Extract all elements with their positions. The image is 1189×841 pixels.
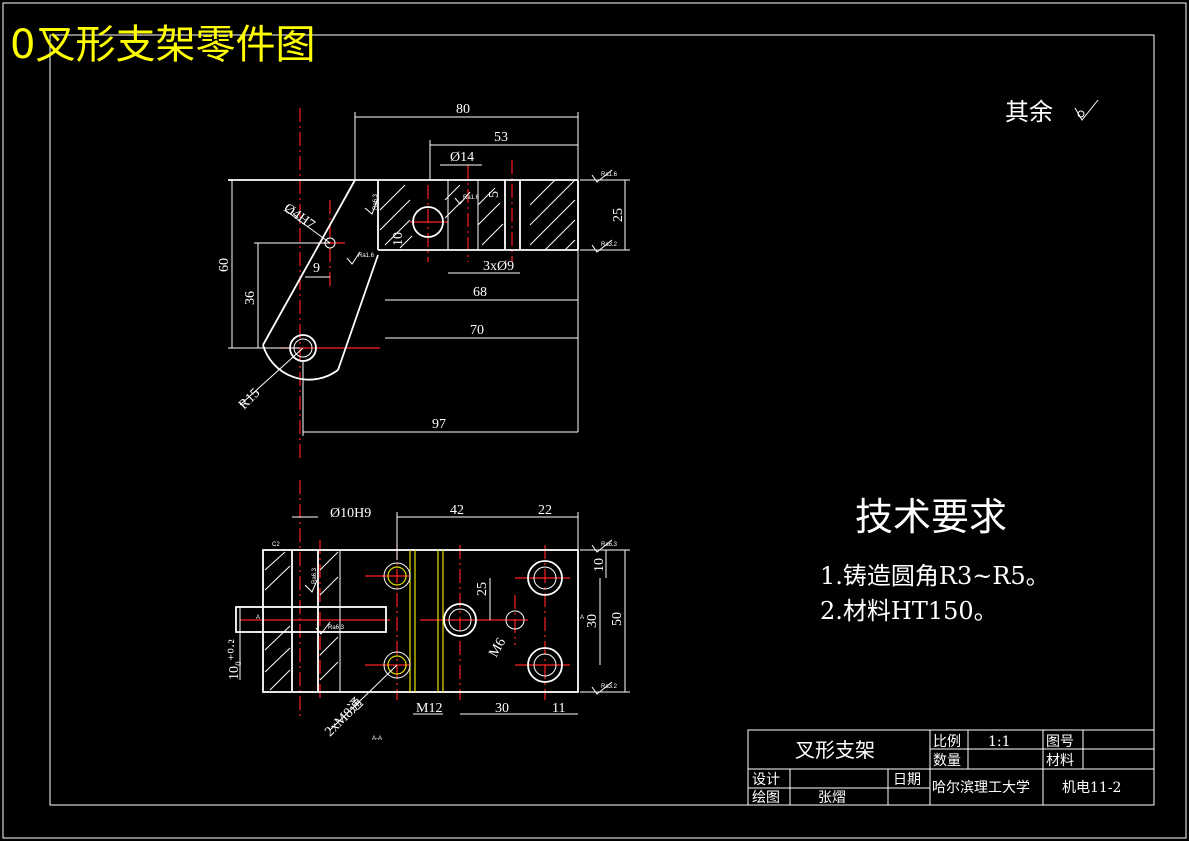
svg-text:张熠: 张熠: [818, 790, 846, 806]
svg-text:C2: C2: [272, 542, 280, 548]
drawing-title: 0叉形支架零件图: [10, 22, 315, 68]
svg-text:25: 25: [611, 208, 626, 222]
svg-text:10₀⁺⁰·²: 10₀⁺⁰·²: [227, 639, 242, 680]
svg-text:Ra6.3: Ra6.3: [601, 542, 618, 548]
tech-req-item-2: 2.材料HT150。: [820, 597, 998, 625]
svg-text:36: 36: [243, 291, 258, 305]
svg-text:1:1: 1:1: [988, 734, 1011, 750]
svg-text:80: 80: [456, 102, 470, 117]
svg-text:Ra3.2: Ra3.2: [601, 684, 618, 690]
svg-text:10: 10: [592, 558, 607, 572]
svg-text:R15: R15: [236, 386, 263, 413]
svg-text:M12: M12: [416, 701, 442, 716]
title-block: 叉形支架 比例 1:1 图号 数量 材料 设计 日期 绘图 张熠 哈尔滨理工大学…: [747, 729, 1155, 806]
svg-text:哈尔滨理工大学: 哈尔滨理工大学: [932, 780, 1030, 796]
svg-text:2xM8通: 2xM8通: [322, 695, 367, 740]
svg-text:30: 30: [585, 614, 600, 628]
svg-text:Ø14: Ø14: [450, 150, 474, 165]
top-view: 80 53 Ø14 25 60 36 9 3xØ9 68 70 97 Ø4H7 …: [217, 102, 630, 460]
svg-text:Ø10H9: Ø10H9: [330, 506, 371, 521]
svg-text:Ra1.6: Ra1.6: [358, 253, 375, 259]
svg-text:绘图: 绘图: [752, 790, 780, 806]
svg-text:53: 53: [494, 130, 508, 145]
svg-text:日期: 日期: [893, 772, 921, 788]
svg-text:70: 70: [470, 323, 484, 338]
svg-text:M6: M6: [486, 636, 509, 660]
svg-text:Ra6.3: Ra6.3: [312, 567, 318, 584]
svg-text:25: 25: [475, 582, 490, 596]
svg-text:Ra1.6: Ra1.6: [463, 195, 480, 201]
svg-text:11: 11: [552, 701, 565, 716]
svg-text:Ra3.2: Ra3.2: [601, 242, 618, 248]
svg-text:A-A: A-A: [372, 736, 382, 742]
svg-text:材料: 材料: [1046, 753, 1074, 769]
svg-text:68: 68: [473, 285, 487, 300]
svg-text:10: 10: [391, 232, 406, 246]
svg-text:22: 22: [538, 503, 552, 518]
roughness-symbol-icon: [1074, 99, 1099, 121]
svg-text:图号: 图号: [1046, 734, 1074, 750]
surface-note: 其余: [1005, 98, 1053, 126]
inner-frame: [49, 34, 1155, 806]
section-view: Ø10H9 42 22 25 10 30 50 10₀⁺⁰·² M6 M12 3…: [227, 480, 630, 742]
svg-text:数量: 数量: [933, 753, 961, 769]
svg-text:A: A: [256, 615, 260, 621]
svg-text:97: 97: [432, 417, 446, 432]
svg-text:Ra6.3: Ra6.3: [328, 625, 345, 631]
svg-text:A: A: [580, 615, 584, 621]
svg-text:50: 50: [610, 612, 625, 626]
svg-text:Ra1.6: Ra1.6: [601, 172, 618, 178]
svg-text:比例: 比例: [933, 734, 961, 750]
svg-text:Ra6.3: Ra6.3: [373, 193, 379, 210]
svg-text:设计: 设计: [752, 772, 780, 788]
svg-text:42: 42: [450, 503, 464, 518]
svg-text:叉形支架: 叉形支架: [795, 738, 875, 762]
svg-text:5: 5: [487, 191, 502, 198]
svg-text:3xØ9: 3xØ9: [483, 259, 514, 274]
svg-text:30: 30: [495, 701, 509, 716]
svg-text:机电11-2: 机电11-2: [1062, 780, 1121, 796]
svg-text:9: 9: [313, 261, 320, 276]
svg-text:Ø4H7: Ø4H7: [281, 201, 318, 233]
tech-req-item-1: 1.铸造圆角R3~R5。: [820, 562, 1050, 590]
tech-req-title: 技术要求: [855, 495, 1007, 539]
svg-text:60: 60: [217, 258, 232, 272]
